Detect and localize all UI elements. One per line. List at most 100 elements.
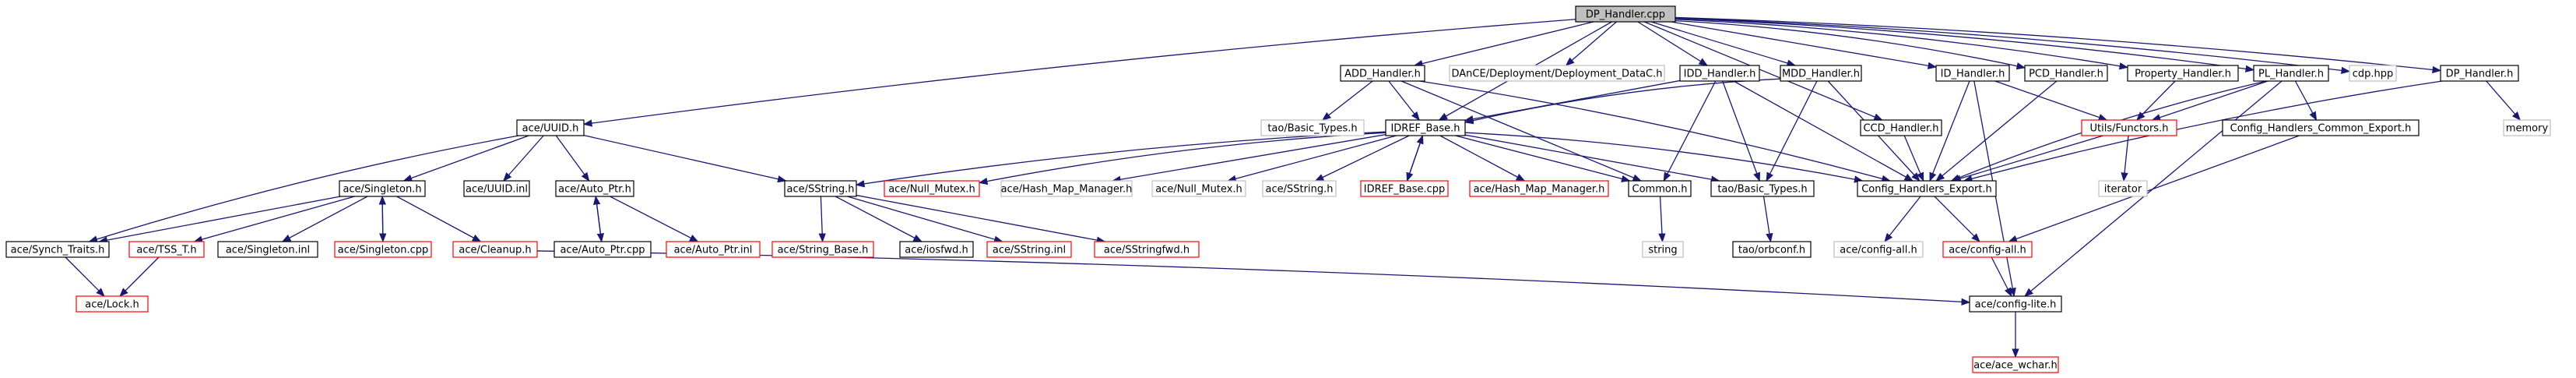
node-sstring-inl[interactable]: ace/SString.inl [986, 241, 1072, 258]
node-id-h[interactable]: ID_Handler.h [1935, 65, 2010, 82]
node-label: iterator [2104, 184, 2142, 196]
edge-singleton_cpp-to-singleton_h [378, 195, 386, 242]
edge-ccd_h-to-che_h [1903, 135, 1924, 182]
node-label: ace/UUID.h [522, 123, 579, 135]
node-label: ace/SString.inl [993, 245, 1066, 256]
node-orbconf-h[interactable]: tao/orbconf.h [1732, 241, 1812, 258]
node-sstringfwd-h[interactable]: ace/SStringfwd.h [1094, 241, 1200, 258]
node-box [1340, 65, 1425, 82]
edge-id_h-to-che_h [1929, 80, 1970, 182]
node-che-h[interactable]: Config_Handlers_Export.h [1857, 180, 1997, 197]
node-box [554, 241, 652, 258]
node-uuid-h[interactable]: ace/UUID.h [516, 119, 585, 136]
node-mdd-h[interactable]: MDD_Handler.h [1780, 65, 1862, 82]
node-box [2349, 65, 2397, 82]
node-singleton-inl[interactable]: ace/Singleton.inl [217, 241, 318, 258]
node-label: CCD_Handler.h [1863, 123, 1938, 135]
node-label: Config_Handlers_Common_Export.h [2230, 123, 2412, 135]
node-iterator: iterator [2098, 180, 2148, 197]
node-uuid-inl[interactable]: ace/UUID.inl [463, 180, 530, 197]
node-box [463, 180, 530, 197]
node-sstring-h[interactable]: ace/SString.h [784, 180, 857, 197]
node-lock-h[interactable]: ace/Lock.h [76, 295, 149, 313]
edge-sstring_h-to-iosfwd_h [835, 196, 923, 242]
node-box [1449, 65, 1665, 82]
node-idref-cpp[interactable]: IDREF_Base.cpp [1360, 180, 1449, 197]
node-label: ace/Singleton.h [343, 184, 421, 196]
node-label: ace/UUID.inl [466, 184, 528, 196]
node-box [1679, 65, 1760, 82]
edge-pl_h-to-chce_h [2294, 80, 2318, 122]
node-label: ace/config-lite.h [1975, 299, 2057, 311]
node-hmm-red[interactable]: ace/Hash_Map_Manager.h [1469, 180, 1609, 197]
edge-mdd_h-to-idref_h [1464, 78, 1781, 125]
node-label: Utils/Functors.h [2090, 123, 2169, 135]
node-box [1360, 180, 1449, 197]
node-config-lite-h[interactable]: ace/config-lite.h [1969, 295, 2062, 313]
edge-idref_h-to-common_h [1455, 135, 1631, 182]
node-box [2081, 119, 2177, 136]
node-singleton-h[interactable]: ace/Singleton.h [339, 180, 426, 197]
node-label: IDREF_Base.h [1390, 123, 1460, 135]
edge-cleanup_h-to-config_lite_h [536, 250, 1971, 306]
edge-dp_cpp-to-pcd_h [1675, 19, 2026, 70]
node-box [899, 241, 974, 258]
node-autoptr-h[interactable]: ace/Auto_Ptr.h [555, 180, 634, 197]
node-dp-h[interactable]: DP_Handler.h [2440, 65, 2519, 82]
node-label: tao/orbconf.h [1738, 245, 1805, 256]
edge-add_h-to-che_h [1419, 80, 1891, 182]
node-box [1575, 5, 1676, 23]
node-box [5, 241, 110, 258]
node-box [1833, 241, 1924, 258]
node-wchar-h[interactable]: ace/ace_wchar.h [1972, 356, 2059, 373]
edge-common_h-to-string [1658, 196, 1666, 243]
node-null-mutex-red[interactable]: ace/Null_Mutex.h [884, 180, 980, 197]
node-autoptr-inl[interactable]: ace/Auto_Ptr.inl [666, 241, 761, 258]
edge-uuid_h-to-singleton_h [402, 135, 529, 182]
node-box [1972, 356, 2059, 373]
node-string-base-h[interactable]: ace/String_Base.h [771, 241, 874, 258]
node-chce-h[interactable]: Config_Handlers_Common_Export.h [2222, 119, 2420, 136]
node-tao-bt[interactable]: tao/Basic_Types.h [1710, 180, 1815, 197]
node-pl-h[interactable]: PL_Handler.h [2253, 65, 2329, 82]
node-box [2024, 65, 2108, 82]
node-label: ace/Singleton.cpp [338, 245, 429, 256]
node-common-h[interactable]: Common.h [1628, 180, 1692, 197]
edge-synch_h-to-lock_h [65, 256, 105, 297]
node-idd-h[interactable]: IDD_Handler.h [1679, 65, 1760, 82]
node-pcd-h[interactable]: PCD_Handler.h [2024, 65, 2108, 82]
node-box [1385, 119, 1466, 136]
node-label: ace/Lock.h [85, 299, 139, 311]
node-box [2098, 180, 2148, 197]
node-tss-h[interactable]: ace/TSS_T.h [128, 241, 205, 258]
edge-chce_h-to-config_all_red [2008, 135, 2300, 242]
node-idref-h[interactable]: IDREF_Base.h [1385, 119, 1466, 136]
node-prop-h[interactable]: Property_Handler.h [2127, 65, 2239, 82]
node-synch-h[interactable]: ace/Synch_Traits.h [5, 241, 110, 258]
node-box [666, 241, 761, 258]
node-sstring-gray: ace/SString.h [1262, 180, 1337, 197]
node-box [884, 180, 980, 197]
node-box [334, 241, 432, 258]
node-config-all-red[interactable]: ace/config-all.h [1942, 241, 2033, 258]
node-iosfwd-h[interactable]: ace/iosfwd.h [899, 241, 974, 258]
node-add-h[interactable]: ADD_Handler.h [1340, 65, 1425, 82]
edge-dp_cpp-to-pl_h [1675, 18, 2255, 72]
node-cleanup-h[interactable]: ace/Cleanup.h [452, 241, 538, 258]
edge-id_h-to-utils_h [1994, 80, 2108, 121]
node-box [2503, 119, 2551, 136]
node-utils-h[interactable]: Utils/Functors.h [2081, 119, 2177, 136]
node-box [1151, 180, 1246, 197]
node-label: ADD_Handler.h [1344, 69, 1421, 80]
node-label: DAnCE/Deployment/Deployment_DataC.h [1452, 69, 1663, 80]
node-box [986, 241, 1072, 258]
node-label: ace/Null_Mutex.h [888, 184, 975, 196]
node-singleton-cpp[interactable]: ace/Singleton.cpp [334, 241, 432, 258]
node-box [1969, 295, 2062, 313]
edge-sstring_h-to-sstring_inl [847, 196, 1003, 243]
node-dp-cpp: DP_Handler.cpp [1575, 5, 1676, 23]
edge-dp_cpp-to-idd_h [1637, 21, 1709, 66]
node-autoptr-cpp[interactable]: ace/Auto_Ptr.cpp [554, 241, 652, 258]
node-ccd-h[interactable]: CCD_Handler.h [1860, 119, 1942, 136]
edge-idref_h-to-null_mutex_gray [1227, 135, 1397, 182]
